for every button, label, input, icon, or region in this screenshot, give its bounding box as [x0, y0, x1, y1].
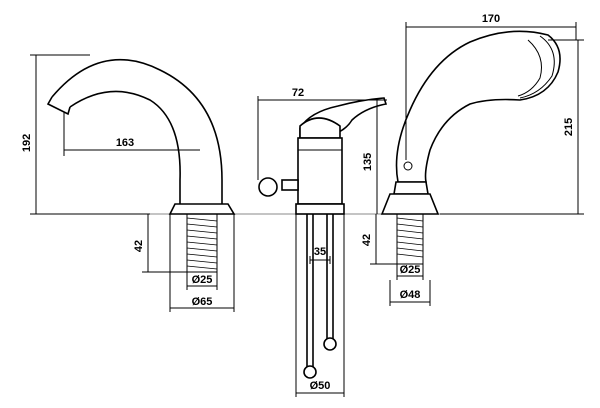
dim-mixer-height-label: 135: [362, 153, 374, 171]
dim-spout-reach: 163: [63, 112, 200, 156]
dim-shower-base-dia-label: Ø48: [400, 289, 421, 301]
mixer: [258, 97, 388, 215]
dim-shower-thread-len: 42: [361, 214, 397, 265]
dim-shower-length-label: 170: [482, 13, 500, 25]
dim-shower-height-label: 215: [563, 118, 575, 136]
dim-spout-base-dia: Ø65: [169, 214, 235, 312]
dim-spout-reach-label: 163: [116, 137, 134, 149]
dim-mixer-pipe-dia-label: Ø50: [310, 380, 331, 392]
dim-spout-thread-dia: Ø25: [186, 272, 218, 290]
hand-shower: [380, 30, 561, 215]
dim-spout-thread-len: 42: [133, 214, 187, 273]
dim-mixer-pipe-gap: 35: [309, 246, 331, 264]
shower-thread: [396, 213, 424, 265]
dim-shower-thread-len-label: 42: [361, 234, 373, 246]
dim-spout-height: 192: [21, 54, 150, 215]
dim-shower-thread-dia-label: Ø25: [400, 264, 421, 276]
dim-spout-thread-dia-label: Ø25: [192, 274, 213, 286]
dim-mixer-handle: 72: [257, 87, 387, 180]
dim-spout-thread-len-label: 42: [133, 240, 145, 252]
dim-spout-base-dia-label: Ø65: [192, 296, 213, 308]
dim-mixer-handle-label: 72: [292, 87, 304, 99]
dim-mixer-pipe-gap-label: 35: [314, 246, 326, 258]
mixer-feed-pipes: [303, 214, 337, 379]
dim-shower-base-dia: Ø48: [389, 280, 431, 306]
dim-spout-height-label: 192: [21, 134, 33, 152]
dim-shower-thread-dia: Ø25: [396, 264, 424, 280]
spout: [46, 58, 236, 215]
dim-mixer-height: 135: [362, 100, 378, 214]
dim-mixer-pipe-dia: Ø50: [295, 214, 345, 397]
dim-shower-height: 215: [440, 39, 584, 215]
dim-shower-length: 170: [405, 13, 577, 160]
spout-thread: [186, 213, 218, 273]
